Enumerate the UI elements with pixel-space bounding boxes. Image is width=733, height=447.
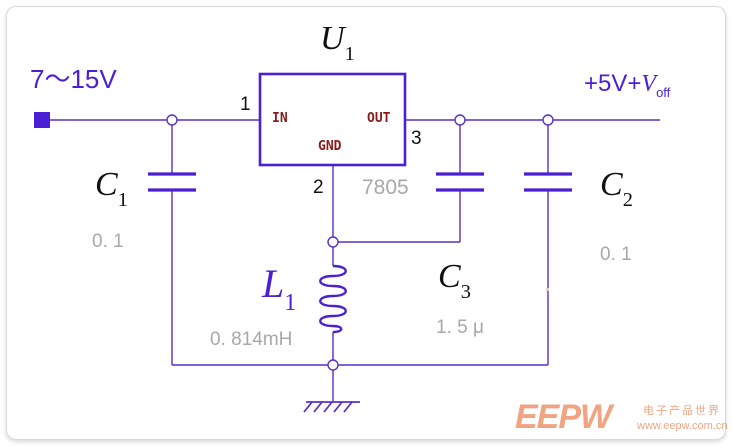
l1-value-label: 0. 814mH bbox=[210, 329, 293, 350]
pin-number-1: 1 bbox=[240, 94, 251, 115]
pin-out-label: OUT bbox=[367, 111, 391, 126]
pin-gnd-label: GND bbox=[318, 139, 342, 154]
regulator-ref-label: U1 bbox=[320, 20, 355, 66]
inductor-coil bbox=[319, 264, 347, 334]
c1-ref-label: C1 bbox=[95, 166, 128, 212]
watermark-speck bbox=[546, 288, 549, 291]
c3-ref-label: C3 bbox=[438, 258, 471, 304]
eepw-watermark: EEPW 电子产品世界 www.eepw.com.cn bbox=[515, 398, 727, 438]
input-terminal bbox=[34, 112, 50, 128]
output-voltage-label: +5V+Voff bbox=[584, 70, 671, 100]
circuit-stroke bbox=[333, 401, 343, 413]
input-voltage-label: 7～15V bbox=[30, 64, 117, 94]
l1-ref-label: L1 bbox=[262, 261, 297, 317]
junction-c2 bbox=[542, 114, 554, 126]
c2-value-label: 0. 1 bbox=[600, 244, 632, 265]
junction-bottom bbox=[327, 359, 339, 371]
circuit-stroke bbox=[343, 401, 353, 413]
circuit-stroke bbox=[303, 401, 313, 413]
pin-number-2: 2 bbox=[313, 177, 324, 198]
junction-gnd bbox=[327, 236, 339, 248]
regulator-part-number: 7805 bbox=[362, 176, 409, 199]
pin-number-3: 3 bbox=[411, 128, 422, 149]
regulator-7805-box bbox=[258, 72, 407, 167]
pin-in-label: IN bbox=[272, 111, 288, 126]
eepw-logo: EEPW bbox=[515, 398, 612, 436]
c3-value-label: 1. 5 μ bbox=[436, 317, 484, 338]
c2-ref-label: C2 bbox=[600, 166, 633, 212]
eepw-url: www.eepw.com.cn bbox=[637, 420, 728, 432]
junction-c1 bbox=[166, 114, 178, 126]
junction-c3 bbox=[454, 114, 466, 126]
eepw-cn-text: 电子产品世界 bbox=[643, 405, 721, 417]
circuit-stroke bbox=[323, 401, 333, 413]
c1-value-label: 0. 1 bbox=[92, 231, 124, 252]
circuit-stroke bbox=[313, 401, 323, 413]
